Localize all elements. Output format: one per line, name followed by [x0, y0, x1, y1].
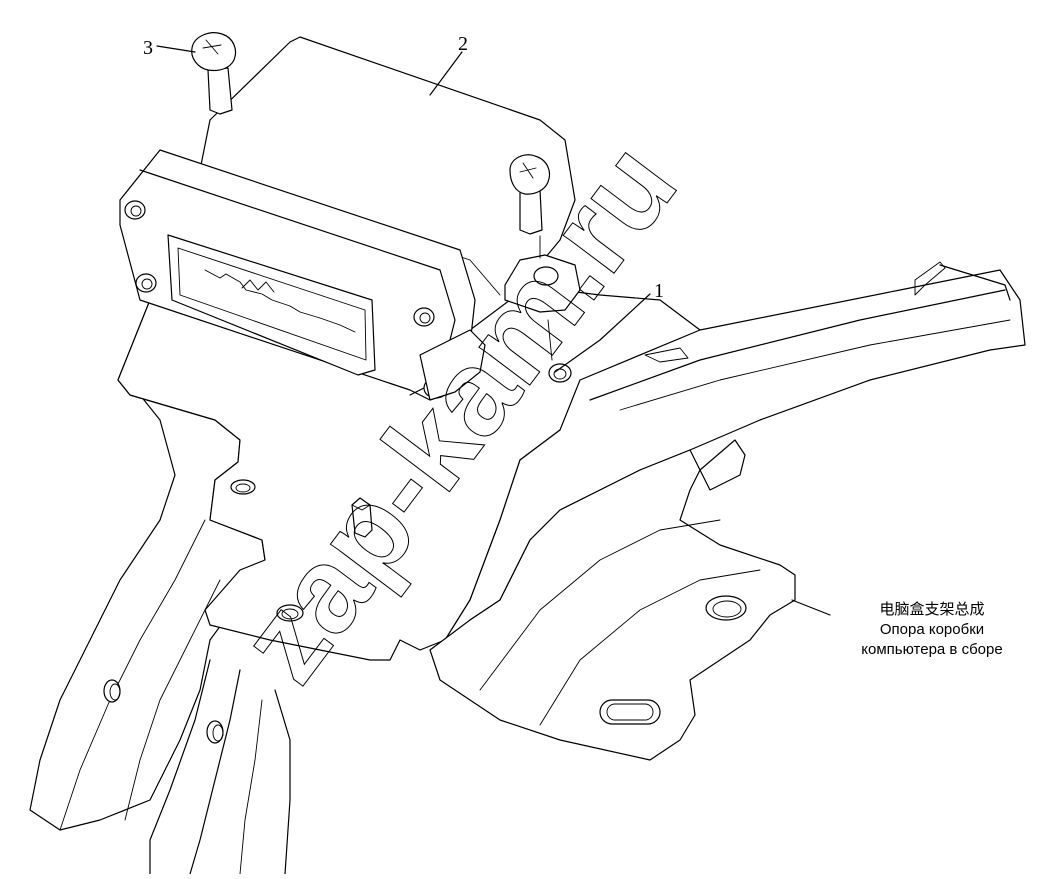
callout-2: 2	[458, 33, 468, 55]
assembly-label-ru-2: компьютера в сборе	[861, 641, 1002, 658]
screw-right	[509, 154, 551, 259]
callout-1: 1	[654, 280, 664, 302]
screw-axis-line	[547, 319, 553, 361]
bracket-lower-right	[429, 439, 796, 761]
ecu-box	[119, 36, 576, 401]
leader-lines	[156, 45, 831, 616]
assembly-label-cn: 电脑盒支架总成	[879, 601, 984, 618]
mounting-ear	[504, 254, 581, 313]
callout-3: 3	[143, 37, 153, 59]
assembly-label: 电脑盒支架总成 Опора коробки компьютера в сборе	[861, 601, 1002, 658]
assembly-label-ru-1: Опора коробки	[880, 621, 984, 638]
screw-left	[191, 32, 237, 115]
